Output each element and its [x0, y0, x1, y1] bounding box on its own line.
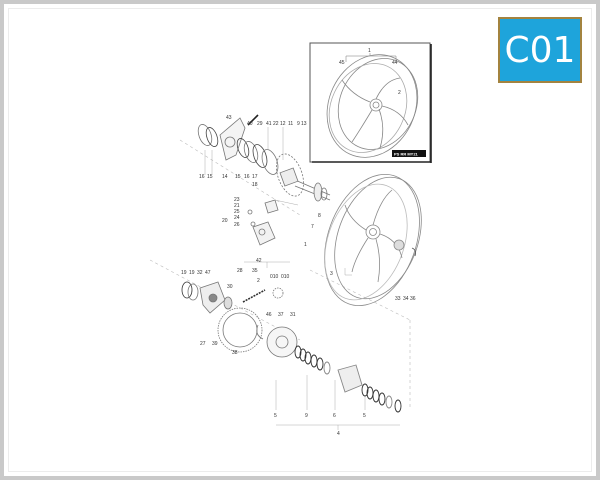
svg-text:7: 7: [311, 224, 314, 230]
svg-text:21: 21: [234, 203, 240, 209]
svg-text:25: 25: [234, 209, 240, 215]
svg-text:6: 6: [333, 413, 336, 419]
svg-text:18: 18: [252, 182, 258, 188]
svg-text:39: 39: [212, 341, 218, 347]
svg-text:12: 12: [280, 121, 286, 127]
svg-text:42: 42: [256, 258, 262, 264]
brake-assembly: [197, 114, 304, 197]
svg-text:28: 28: [237, 268, 243, 274]
section-code-text: C01: [504, 29, 576, 71]
svg-text:23: 23: [234, 197, 240, 203]
svg-text:38: 38: [232, 350, 238, 356]
svg-text:24: 24: [234, 215, 240, 221]
svg-text:30: 30: [227, 284, 233, 290]
svg-text:010: 010: [270, 274, 279, 280]
callout-labels: 43 40 29 41 22 12 11 9 13 16 15 14 15 16…: [181, 115, 416, 437]
svg-text:2: 2: [257, 278, 260, 284]
svg-text:9: 9: [297, 121, 300, 127]
image-frame-inner-line: [8, 8, 592, 472]
rear-wheel-main: [324, 173, 422, 307]
svg-text:14: 14: [222, 174, 228, 180]
inset-label-top: 1: [368, 48, 371, 54]
svg-text:9: 9: [305, 413, 308, 419]
svg-text:35: 35: [252, 268, 258, 274]
svg-text:15: 15: [207, 174, 213, 180]
svg-text:31: 31: [290, 312, 296, 318]
sprocket-assembly: [181, 281, 298, 358]
svg-text:43: 43: [226, 115, 232, 121]
svg-text:34: 34: [403, 296, 409, 302]
svg-text:19: 19: [181, 270, 187, 276]
inset-label-left: 45: [339, 60, 345, 66]
svg-text:5: 5: [363, 413, 366, 419]
svg-text:010: 010: [281, 274, 290, 280]
svg-text:16: 16: [199, 174, 205, 180]
svg-text:36: 36: [410, 296, 416, 302]
svg-text:13: 13: [301, 121, 307, 127]
svg-text:27: 27: [200, 341, 206, 347]
brake-caliper: [247, 199, 279, 246]
svg-text:11: 11: [288, 121, 293, 127]
svg-text:4: 4: [337, 431, 340, 437]
svg-text:15: 15: [235, 174, 241, 180]
svg-text:32: 32: [197, 270, 203, 276]
inset-model-tag: PS RR MY21: [394, 152, 419, 157]
svg-text:47: 47: [205, 270, 211, 276]
inset-label-right: 44: [392, 60, 398, 66]
svg-text:29: 29: [257, 121, 263, 127]
svg-text:41: 41: [266, 121, 272, 127]
inset-label-side: 2: [398, 90, 401, 96]
svg-text:37: 37: [278, 312, 284, 318]
svg-text:46: 46: [266, 312, 272, 318]
svg-text:40: 40: [247, 121, 253, 127]
svg-text:22: 22: [273, 121, 279, 127]
svg-text:16: 16: [244, 174, 250, 180]
svg-text:33: 33: [395, 296, 401, 302]
inset-wheel-view: 1 45 44 2 PS RR MY21: [309, 42, 432, 163]
svg-text:3: 3: [330, 271, 333, 277]
axle: [294, 179, 331, 202]
svg-text:19: 19: [189, 270, 195, 276]
svg-text:20: 20: [222, 218, 228, 224]
svg-text:26: 26: [234, 222, 240, 228]
section-code-badge: C01: [498, 17, 582, 83]
svg-text:17: 17: [252, 174, 258, 180]
leader-lines: [204, 127, 400, 430]
bearing-spacer-stack: [294, 345, 402, 413]
svg-text:5: 5: [274, 413, 277, 419]
svg-text:1: 1: [304, 242, 307, 248]
svg-text:8: 8: [318, 213, 321, 219]
